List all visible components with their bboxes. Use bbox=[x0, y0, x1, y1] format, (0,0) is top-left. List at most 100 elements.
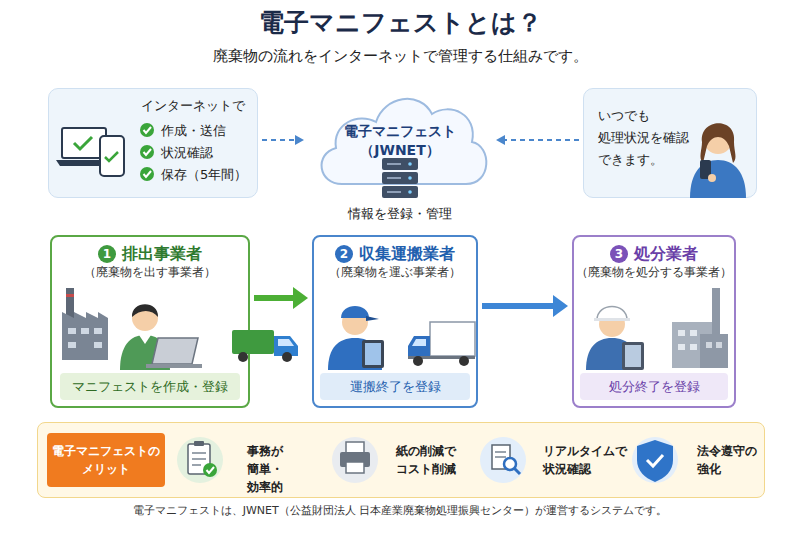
step-number: 2 bbox=[335, 245, 353, 263]
node-text: 排出事業者 bbox=[122, 243, 202, 265]
flow-arrow bbox=[482, 295, 568, 317]
worker-figure bbox=[120, 335, 170, 370]
status-label: マニフェストを作成・登録 bbox=[60, 373, 240, 400]
factory-illustration bbox=[81, 328, 89, 334]
node-text: 状況確認 bbox=[161, 144, 213, 162]
truck-illustration bbox=[232, 330, 298, 362]
factory-illustration bbox=[94, 342, 102, 348]
plant-illustration bbox=[672, 322, 712, 368]
driver-figure bbox=[366, 316, 379, 321]
arrow-head bbox=[295, 135, 304, 145]
worker-figure bbox=[120, 304, 202, 370]
node-text: 情報を登録・管理 bbox=[308, 205, 492, 223]
worker-figure bbox=[146, 364, 202, 368]
driver-figure bbox=[328, 306, 384, 370]
node-text: 法令遵守の 強化 bbox=[697, 442, 757, 478]
cloud-shape bbox=[308, 84, 492, 196]
driver-figure bbox=[365, 343, 381, 365]
diagram-title: 電子マニフェストとは？ bbox=[0, 6, 800, 40]
operator-figure bbox=[586, 338, 638, 370]
factory-illustration bbox=[68, 342, 76, 348]
status-label: 運搬終了を登録 bbox=[320, 373, 470, 400]
plant-illustration bbox=[700, 334, 728, 368]
server-icon bbox=[387, 191, 401, 193]
driver-figure bbox=[362, 340, 384, 368]
truck-illustration bbox=[408, 356, 475, 359]
flow-arrow bbox=[262, 135, 304, 145]
actor-box: 3 処分業者（廃棄物を処分する事業者） 処分終了を登録 bbox=[572, 235, 736, 408]
plant-illustration bbox=[678, 330, 685, 336]
caption: 電子マニフェストは、JWNET（公益財団法人 日本産業廃棄物処理振興センター）が… bbox=[0, 504, 800, 519]
step-number: 3 bbox=[610, 245, 628, 263]
node-text: 事務が 簡単・効率的 bbox=[247, 442, 283, 496]
callout-box: インターネットで作成・送信状況確認保存（5年間） bbox=[48, 88, 258, 198]
arrow-head bbox=[496, 135, 505, 145]
node-text: 電子マニフェスト （JWNET） bbox=[344, 122, 456, 160]
cloud-node: 電子マニフェスト （JWNET）情報を登録・管理 bbox=[308, 84, 492, 196]
factory-illustration bbox=[68, 328, 76, 334]
plant-illustration bbox=[672, 288, 728, 368]
arrow-line bbox=[262, 139, 298, 141]
plant-illustration bbox=[678, 344, 685, 350]
plant-illustration bbox=[706, 342, 712, 348]
truck-illustration bbox=[278, 339, 294, 346]
worker-figure bbox=[132, 304, 158, 317]
truck-illustration bbox=[274, 336, 298, 356]
operator-figure bbox=[622, 342, 644, 370]
node-text: （廃棄物を出す事業者） bbox=[52, 264, 248, 280]
worker-figure bbox=[152, 338, 198, 364]
subtitle: 廃棄物の流れをインターネットで管理する仕組みです。 bbox=[0, 46, 800, 66]
flow-arrow bbox=[496, 135, 579, 145]
node-text: 電子マニフェストの メリット bbox=[52, 442, 160, 478]
node-text: 処分業者 bbox=[634, 243, 698, 265]
driver-figure bbox=[341, 306, 369, 318]
node-text: マニフェストを作成・登録 bbox=[72, 378, 228, 396]
factory-illustration bbox=[62, 288, 108, 360]
node-text: 収集運搬業者 bbox=[359, 243, 455, 265]
worker-figure bbox=[132, 305, 158, 331]
merit-heading: 電子マニフェストの メリット bbox=[47, 433, 165, 487]
cloud-outline bbox=[322, 99, 487, 184]
server-icon bbox=[408, 190, 412, 194]
truck-illustration bbox=[282, 352, 292, 362]
factory-illustration bbox=[62, 312, 108, 360]
driver-figure bbox=[328, 338, 382, 370]
node-text: 紙の削減で コスト削減 bbox=[396, 442, 456, 478]
worker-figure bbox=[139, 335, 151, 344]
operator-figure bbox=[597, 307, 627, 321]
arrow-head bbox=[553, 295, 568, 317]
merit-band: 事務が 簡単・効率的 紙の削減で コスト削減 リアルタイムで 状況確認 法令遵守の 強… bbox=[37, 422, 765, 498]
node-text: リアルタイムで 状況確認 bbox=[543, 442, 627, 478]
callout-box: いつでも 処理状況を確認 できます。 bbox=[583, 88, 757, 198]
truck-illustration bbox=[408, 336, 430, 358]
actor-box: 1 排出事業者（廃棄物を出す事業者） マニフェストを作成・登録 bbox=[50, 235, 250, 408]
truck-illustration bbox=[413, 356, 423, 366]
operator-figure bbox=[625, 345, 641, 367]
plant-illustration bbox=[716, 342, 722, 348]
operator-figure bbox=[599, 311, 625, 337]
status-label: 処分終了を登録 bbox=[580, 373, 728, 400]
arrow-line bbox=[254, 295, 298, 301]
plant-illustration bbox=[712, 288, 720, 334]
step-number: 1 bbox=[98, 245, 116, 263]
arrow-head bbox=[293, 287, 308, 309]
operator-figure bbox=[586, 307, 644, 371]
flow-arrow bbox=[254, 287, 308, 309]
plant-illustration bbox=[690, 344, 697, 350]
node-text: 作成・送信 bbox=[161, 122, 226, 140]
factory-illustration bbox=[66, 294, 74, 297]
node-text: 保存（5年間） bbox=[161, 166, 247, 184]
factory-illustration bbox=[66, 288, 74, 318]
truck-illustration bbox=[238, 352, 248, 362]
arrow-line bbox=[482, 303, 558, 309]
truck-illustration bbox=[430, 322, 475, 356]
actor-box: 2 収集運搬業者（廃棄物を運ぶ事業者） 運搬終了を登録 bbox=[312, 235, 478, 408]
node-text: （廃棄物を処分する事業者） bbox=[574, 264, 734, 280]
node-text: 処分終了を登録 bbox=[609, 378, 700, 396]
truck-illustration bbox=[459, 356, 469, 366]
server-icon bbox=[382, 186, 418, 198]
node-text: いつでも 処理状況を確認 できます。 bbox=[598, 105, 689, 171]
truck-illustration bbox=[408, 322, 475, 366]
node-text: （廃棄物を運ぶ事業者） bbox=[314, 264, 476, 280]
